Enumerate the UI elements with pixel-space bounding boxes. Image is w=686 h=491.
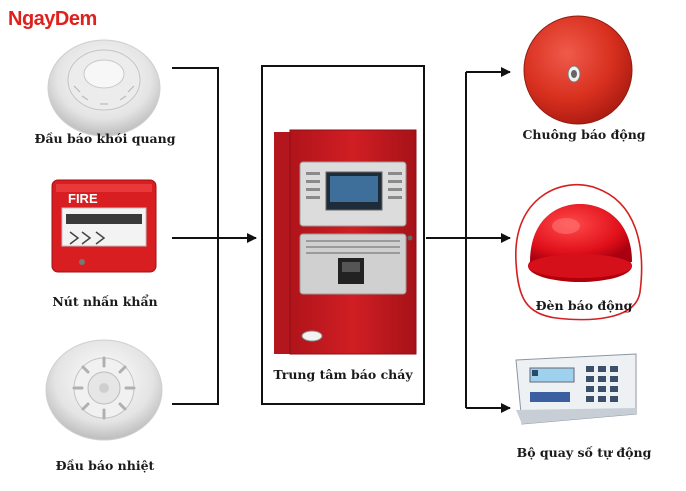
- label-control-panel: Trung tâm báo cháy: [273, 367, 413, 382]
- output-connectors: [426, 67, 511, 413]
- manual-call-point-fire-text: FIRE: [68, 191, 98, 206]
- label-auto-dialer: Bộ quay số tự động: [516, 445, 652, 460]
- brand-logo-part2: Dem: [54, 8, 97, 30]
- alarm-bell-icon: [523, 15, 633, 125]
- label-manual-call-point: Nút nhấn khẩn: [52, 294, 158, 309]
- label-alarm-bell: Chuông báo động: [522, 127, 646, 142]
- connector-smoke-detector: [172, 67, 219, 238]
- manual-call-point-icon: [51, 179, 157, 273]
- fire-alarm-control-panel-icon: [274, 129, 417, 355]
- label-smoke-detector: Đầu báo khói quang: [34, 131, 176, 146]
- alarm-strobe-light-icon: [515, 183, 643, 321]
- connector-heat-detector: [172, 238, 219, 405]
- control-panel-frame: [261, 65, 425, 405]
- brand-logo: NgayDem: [8, 8, 97, 31]
- input-connectors: [172, 67, 257, 405]
- label-alarm-strobe-light: Đèn báo động: [535, 298, 633, 313]
- label-heat-detector: Đầu báo nhiệt: [55, 458, 155, 473]
- brand-logo-part1: Ngay: [8, 8, 55, 30]
- smoke-detector-icon: [47, 39, 161, 137]
- auto-dialer-icon: [515, 353, 637, 425]
- heat-detector-icon: [45, 339, 163, 441]
